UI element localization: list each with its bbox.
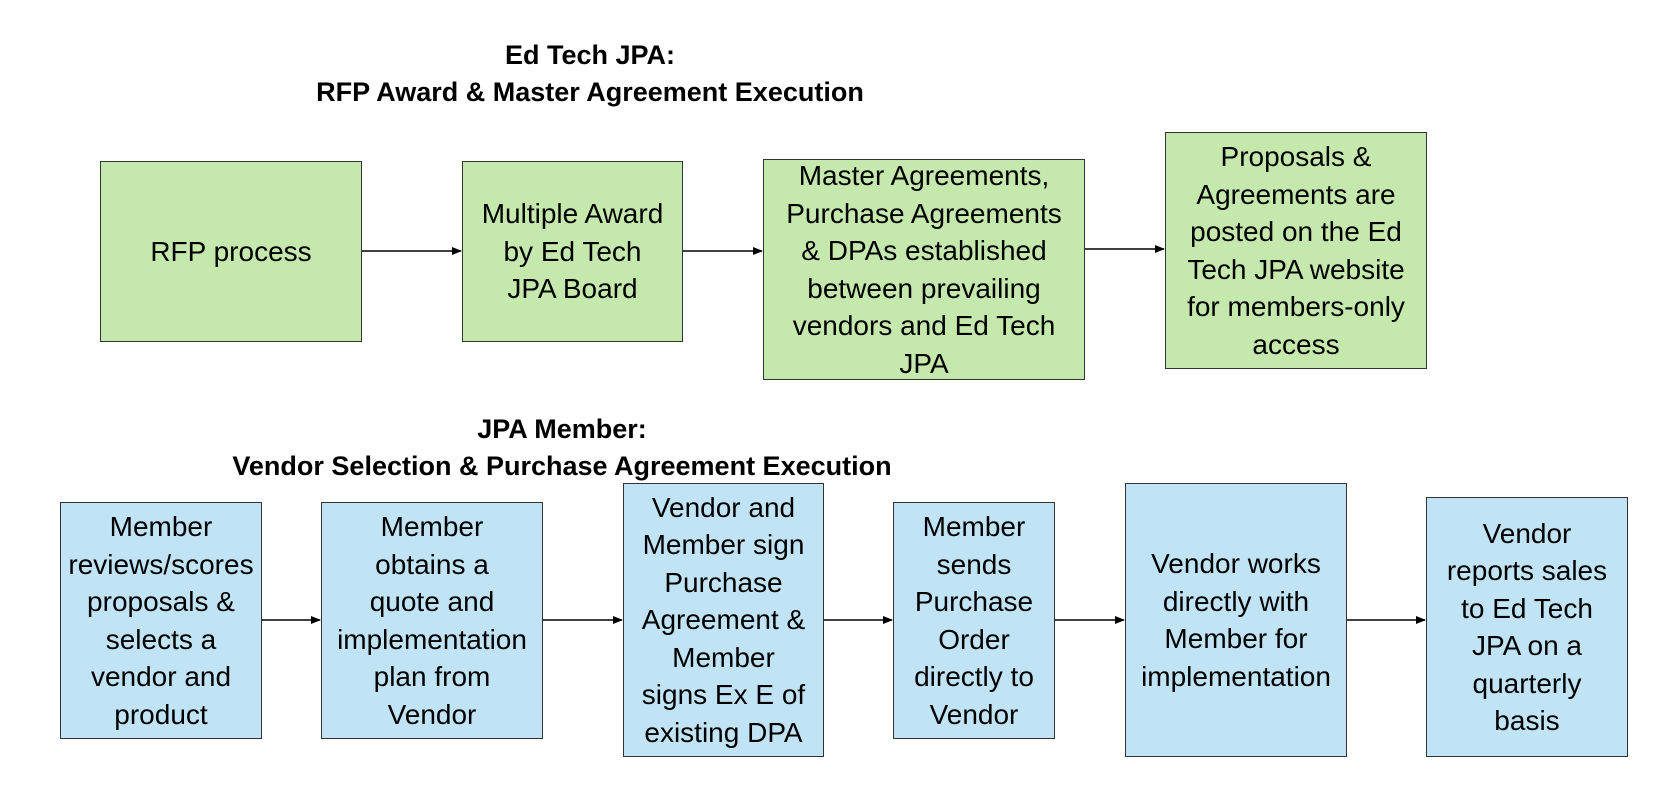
- step-master-agreements-label: Master Agreements, Purchase Agreements &…: [786, 160, 1062, 379]
- step-sign-agreement-label: Vendor and Member sign Purchase Agreemen…: [641, 491, 806, 748]
- step-member-obtains-quote: Member obtains a quote and implementatio…: [321, 502, 543, 739]
- step-master-agreements: Master Agreements, Purchase Agreements &…: [763, 159, 1085, 380]
- step-sign-agreement: Vendor and Member sign Purchase Agreemen…: [623, 483, 824, 757]
- step-proposals-posted: Proposals & Agreements are posted on the…: [1165, 132, 1427, 369]
- step-proposals-posted-label: Proposals & Agreements are posted on the…: [1187, 141, 1405, 360]
- section1-title-line2: RFP Award & Master Agreement Execution: [316, 77, 864, 107]
- step-purchase-order-label: Member sends Purchase Order directly to …: [914, 511, 1034, 730]
- section2-title-line1: JPA Member:: [477, 414, 647, 444]
- step-vendor-implementation-label: Vendor works directly with Member for im…: [1141, 548, 1331, 692]
- step-vendor-reports-label: Vendor reports sales to Ed Tech JPA on a…: [1446, 517, 1608, 737]
- section1-title-line1: Ed Tech JPA:: [504, 40, 676, 70]
- section2-title: JPA Member: Vendor Selection & Purchase …: [142, 411, 982, 485]
- section1-title: Ed Tech JPA: RFP Award & Master Agreemen…: [270, 37, 910, 111]
- step-rfp-process-label: RFP process: [150, 235, 312, 267]
- step-multiple-award: Multiple Award by Ed Tech JPA Board: [462, 161, 683, 342]
- step-rfp-process: RFP process: [100, 161, 362, 342]
- step-vendor-reports: Vendor reports sales to Ed Tech JPA on a…: [1426, 497, 1628, 757]
- step-purchase-order: Member sends Purchase Order directly to …: [893, 502, 1055, 739]
- section2-title-line2: Vendor Selection & Purchase Agreement Ex…: [232, 451, 892, 481]
- step-member-reviews: Member reviews/scores proposals & select…: [60, 502, 262, 739]
- step-member-reviews-label: Member reviews/scores proposals & select…: [68, 511, 254, 730]
- step-multiple-award-label: Multiple Award by Ed Tech JPA Board: [481, 198, 664, 305]
- step-vendor-implementation: Vendor works directly with Member for im…: [1125, 483, 1347, 757]
- step-member-obtains-quote-label: Member obtains a quote and implementatio…: [337, 511, 527, 730]
